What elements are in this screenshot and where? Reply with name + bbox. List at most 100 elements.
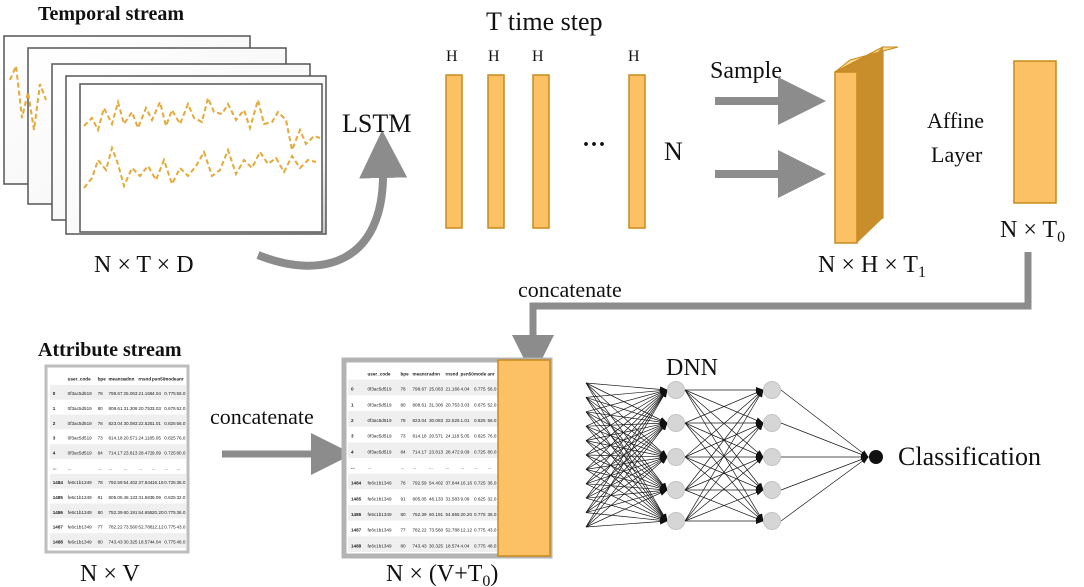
dim-n-v-t0-sub: 0 bbox=[482, 573, 490, 587]
concatenated-table-cell: 60.191 bbox=[429, 512, 443, 517]
hidden-state-bar-1 bbox=[445, 74, 463, 229]
concatenated-table-header-cell: mode bbox=[474, 371, 487, 376]
dim-n-v-t0-main: N × (V+T bbox=[386, 561, 483, 587]
concatenated-table-cell: 77 bbox=[401, 528, 407, 533]
dnn-edge-input-hidden1 bbox=[585, 455, 668, 470]
concatenated-table-cell: 1487 bbox=[351, 528, 362, 533]
attribute-table-row-stripe bbox=[50, 414, 186, 430]
attribute-table-cell: 743.43 bbox=[108, 540, 122, 545]
dnn-edge-input-hidden1 bbox=[585, 483, 668, 493]
concatenated-table-cell: 54.402 bbox=[429, 481, 443, 486]
attribute-table-cell: 36.0 bbox=[176, 510, 185, 515]
concatenated-table-header-cell: adnn bbox=[429, 371, 440, 376]
attribute-table-cell: 0.625 bbox=[164, 495, 176, 500]
concatenate-elbow-arrow bbox=[512, 252, 1032, 377]
concatenated-table-cell: 823.04 bbox=[413, 418, 427, 423]
attribute-table-cell: 0.725 bbox=[164, 451, 176, 456]
attribute-table-cell: 0.725 bbox=[164, 480, 176, 485]
dnn-edge-input-hidden1 bbox=[585, 389, 668, 441]
concatenated-table-cell: fe6c1b1349 bbox=[368, 543, 392, 548]
concatenated-table-row-stripe bbox=[348, 442, 498, 458]
attribute-table-cell: 1486 bbox=[53, 510, 64, 515]
attribute-table-cell: 30.083 bbox=[123, 421, 137, 426]
concatenated-table-cell: ... bbox=[488, 465, 492, 470]
dnn-edges bbox=[585, 382, 869, 528]
concatenated-table-cell: 0f3ac5d519 bbox=[368, 387, 392, 392]
attribute-table-cell: fe6c1b1349 bbox=[68, 510, 92, 515]
attribute-table-cell: 3 bbox=[53, 436, 56, 441]
dnn-edge-input-hidden1 bbox=[585, 487, 668, 499]
concatenated-table-header-cell: rnsnd bbox=[446, 371, 459, 376]
dnn-edge-input-hidden1 bbox=[585, 389, 668, 427]
concatenated-table-cell: ... bbox=[429, 465, 433, 470]
dnn-edge-hidden1-hidden2 bbox=[684, 389, 764, 458]
attribute-table-cell: 22.525 bbox=[138, 421, 152, 426]
concatenated-table-cell: 782.22 bbox=[413, 528, 427, 533]
attribute-table-cell: 37.844 bbox=[138, 480, 152, 485]
concatenated-table-header-cell: meancr bbox=[413, 371, 430, 376]
attribute-table-cell: 52.788 bbox=[138, 525, 152, 530]
time-series-line-lower bbox=[83, 144, 317, 189]
attribute-table-cell: 3.03 bbox=[152, 406, 161, 411]
attribute-table-cell: 52.0 bbox=[176, 406, 185, 411]
attribute-table-cell: 76.0 bbox=[176, 436, 185, 441]
hidden-state-bar-3 bbox=[532, 74, 550, 229]
dnn-edge-input-hidden1 bbox=[585, 456, 668, 499]
dnn-edge-hidden2-output bbox=[780, 456, 869, 491]
dnn-edge-hidden1-hidden2 bbox=[684, 422, 764, 491]
attribute-table-cell: 32.0 bbox=[176, 495, 185, 500]
dnn-hidden2-node bbox=[763, 481, 781, 499]
dnn-edge-input-hidden1 bbox=[585, 497, 668, 522]
attribute-table-cell: 31.583 bbox=[138, 495, 152, 500]
dnn-edge-hidden2-output bbox=[780, 422, 869, 458]
dim-n-t0-label: N × T0 bbox=[1000, 217, 1065, 246]
concatenated-table-cell: 20.571 bbox=[429, 434, 443, 439]
concatenated-table-cell: 0f3ac5d519 bbox=[368, 434, 392, 439]
attribute-table-cell: 5.05 bbox=[152, 436, 161, 441]
concatenated-table-cell: ... bbox=[461, 465, 465, 470]
attribute-table-cell: 4 bbox=[53, 451, 56, 456]
concatenated-table-cell: 814.18 bbox=[413, 434, 427, 439]
dnn-edge-input-hidden1 bbox=[585, 488, 668, 513]
attribute-table-cell: 43.0 bbox=[176, 525, 185, 530]
h-label-4: H bbox=[628, 48, 640, 65]
dnn-edge-input-hidden1 bbox=[585, 425, 668, 522]
attribute-table-cell: ... bbox=[108, 465, 112, 470]
concatenated-table-cell: 4.04 bbox=[461, 543, 470, 548]
concatenate-top-label: concatenate bbox=[518, 277, 622, 302]
dnn-edge-input-hidden1 bbox=[585, 440, 668, 491]
concatenated-table-cell: 31.583 bbox=[446, 496, 460, 501]
attribute-table-cell: 20.753 bbox=[138, 406, 152, 411]
dim-n-t0-sub: 0 bbox=[1057, 229, 1065, 246]
dnn-edge-input-hidden1 bbox=[585, 425, 668, 458]
concatenated-table-cell: 0.675 bbox=[474, 402, 486, 407]
attribute-table-cell: 48.0 bbox=[176, 540, 185, 545]
attribute-table-cell: 28.472 bbox=[138, 451, 152, 456]
dnn-edge-input-hidden1 bbox=[585, 469, 668, 492]
affine-label-line2: Layer bbox=[931, 142, 983, 167]
dnn-edge-input-hidden1 bbox=[585, 389, 668, 499]
concatenated-table-cell: 36.0 bbox=[488, 481, 497, 486]
dnn-edge-input-hidden1 bbox=[585, 382, 668, 458]
attribute-table-header-cell: meancr bbox=[108, 377, 125, 382]
dim-n-v-t0-label: N × (V+T0) bbox=[386, 561, 498, 587]
dnn-edge-hidden1-hidden2 bbox=[684, 489, 764, 522]
dnn-edge-input-hidden1 bbox=[585, 512, 668, 524]
concatenated-table-cell: 32.0 bbox=[488, 496, 497, 501]
attribute-table-header-cell: user_code bbox=[68, 377, 91, 382]
concatenated-table-cell: 48.133 bbox=[429, 496, 443, 501]
dnn-edge-input-hidden1 bbox=[585, 411, 668, 426]
lstm-label: LSTM bbox=[342, 109, 411, 138]
attribute-table-cell: 9.09 bbox=[152, 451, 161, 456]
concatenated-table-row-stripe bbox=[348, 505, 498, 521]
attribute-table-cell: 80 bbox=[98, 540, 104, 545]
attribute-table-cell: 36.0 bbox=[176, 480, 185, 485]
concatenated-table-cell: 73.560 bbox=[429, 528, 443, 533]
concatenated-table-cell: 0f3ac5d519 bbox=[368, 402, 392, 407]
attribute-table-cell: 782.22 bbox=[108, 525, 122, 530]
attribute-table-row-stripe bbox=[50, 503, 186, 519]
dnn-edge-input-hidden1 bbox=[585, 397, 668, 458]
attribute-table-cell: ... bbox=[98, 465, 102, 470]
block-top-face bbox=[834, 46, 899, 73]
